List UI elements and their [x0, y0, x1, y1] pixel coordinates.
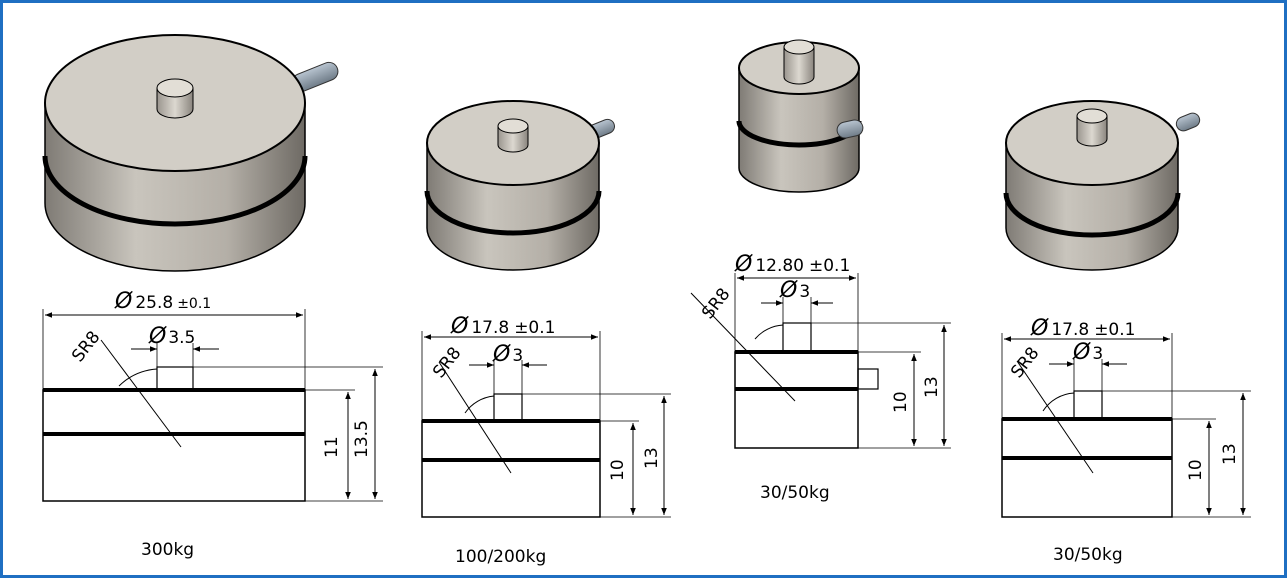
radius-label: SR8: [68, 327, 104, 366]
caption-100-200kg: 100/200kg: [455, 547, 546, 567]
pin-diameter-value: 3: [512, 346, 523, 366]
diameter-value: 12.80: [755, 256, 804, 276]
diameter-value: 17.8: [471, 318, 509, 338]
tech-view-30-50kg-b: [1001, 333, 1251, 518]
isometric-view-100-200kg: [424, 100, 615, 271]
body-outline: [734, 351, 859, 449]
height-total-label: 13: [922, 376, 942, 398]
pin-outline: [1073, 390, 1103, 420]
diameter-tolerance: ±0.1: [1094, 320, 1135, 340]
caption-300kg: 300kg: [141, 540, 194, 560]
height-total-label: 13: [642, 447, 662, 469]
isometric-view-300kg: [42, 34, 339, 272]
body-outline: [42, 389, 306, 502]
pin-outline: [782, 322, 812, 353]
caption-30-50kg-b: 30/50kg: [1053, 545, 1123, 565]
pin-outline: [493, 393, 523, 422]
radius-label: SR8: [429, 343, 465, 382]
tech-view-300kg: [42, 309, 383, 502]
pin-outline: [156, 366, 194, 391]
body-outline: [421, 420, 601, 518]
drawing-canvas: Ø25.8±0.1 Ø3.5 SR8 11 13.5 300kg Ø17.8±0…: [42, 34, 1251, 567]
radius-label: SR8: [698, 284, 734, 323]
isometric-view-30-50kg-a: [736, 39, 864, 193]
diameter-tolerance: ±0.1: [177, 296, 211, 312]
tech-view-100-200kg: [421, 331, 671, 518]
cable-outline: [857, 368, 879, 390]
pin-diameter-value: 3.5: [168, 328, 195, 348]
caption-30-50kg-a: 30/50kg: [760, 483, 830, 503]
diameter-value: 17.8: [1051, 320, 1089, 340]
radius-label: SR8: [1007, 343, 1043, 382]
height-body-label: 10: [608, 459, 628, 481]
height-total-label: 13.5: [352, 420, 372, 458]
isometric-view-30-50kg-b: [1003, 100, 1201, 271]
height-body-label: 10: [1186, 459, 1206, 481]
pin-diameter-value: 3: [799, 282, 810, 302]
pin-diameter-value: 3: [1092, 344, 1103, 364]
tech-view-30-50kg-a: [690, 273, 951, 449]
height-total-label: 13: [1220, 443, 1240, 465]
diameter-value: 25.8: [135, 293, 173, 313]
body-outline: [1001, 418, 1173, 518]
height-body-label: 11: [322, 436, 342, 458]
diameter-tolerance: ±0.1: [514, 318, 555, 338]
diameter-tolerance: ±0.1: [809, 256, 850, 276]
height-body-label: 10: [891, 391, 911, 413]
